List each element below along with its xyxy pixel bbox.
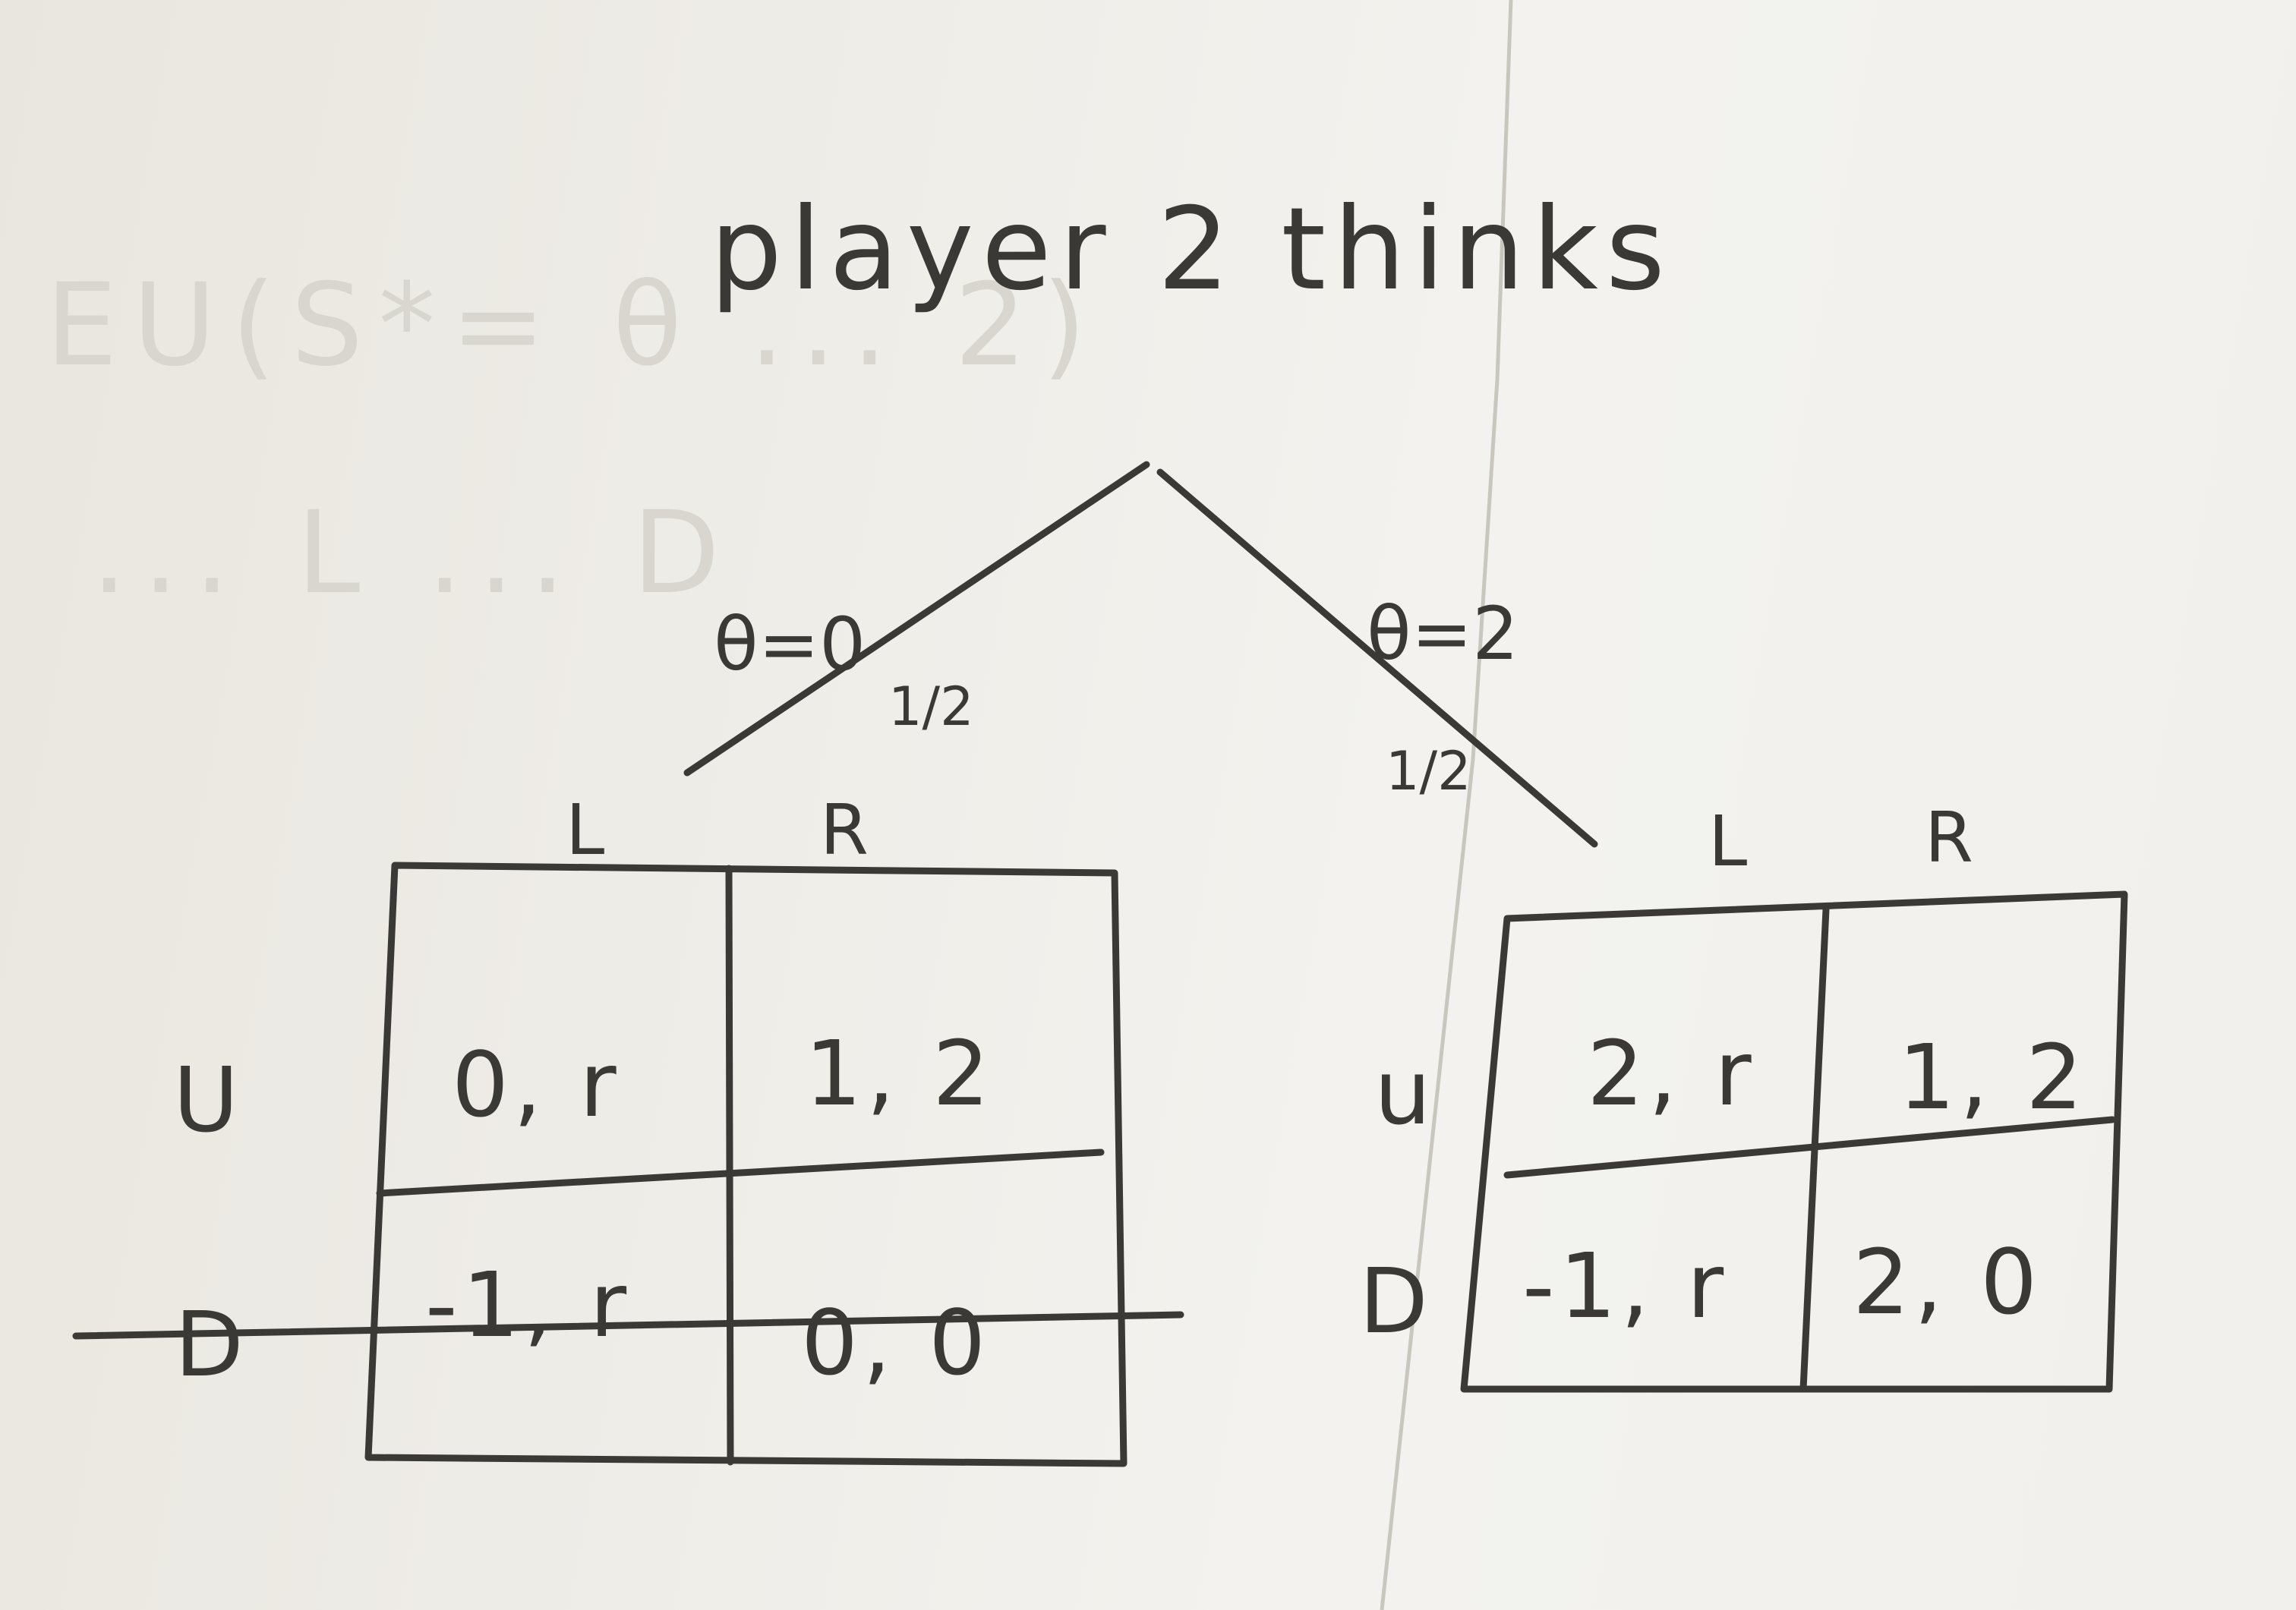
- left-branch-prob: 1/2: [888, 676, 974, 738]
- page-title: player 2 thinks: [710, 184, 1673, 316]
- left-payoff-matrix: L R U D 0, r 1, 2 -1, r 0, 0: [72, 789, 1184, 1467]
- svg-text:EU(S*= θ ... 2): EU(S*= θ ... 2): [46, 260, 1102, 392]
- bleed-through-marks: EU(S*= θ ... 2) ... L ... D: [46, 260, 1102, 619]
- left-branch-theta: θ=0: [714, 602, 866, 687]
- left-cell-U-L: 0, r: [452, 1032, 621, 1137]
- right-branch-theta: θ=2: [1367, 591, 1519, 676]
- right-row-D: D: [1359, 1249, 1428, 1353]
- fold-crease: [1380, 0, 1513, 1610]
- right-cell-D-L: -1, r: [1522, 1233, 1728, 1338]
- right-cell-u-L: 2, r: [1587, 1021, 1756, 1126]
- right-col-R: R: [1925, 797, 1973, 878]
- left-cell-D-L: -1, r: [425, 1252, 631, 1357]
- tree-branch-right: [1156, 468, 1598, 848]
- right-col-L: L: [1708, 801, 1747, 882]
- tree-branch-left: [683, 461, 1150, 777]
- left-col-L: L: [566, 789, 604, 871]
- strike-through-row-D: [72, 1311, 1184, 1340]
- svg-text:... L ... D: ... L ... D: [91, 487, 735, 619]
- right-cell-u-R: 1, 2: [1898, 1025, 2087, 1130]
- right-row-u: u: [1374, 1040, 1431, 1145]
- game-tree: θ=0 1/2 θ=2 1/2: [683, 461, 1598, 848]
- left-col-R: R: [820, 789, 869, 871]
- left-cell-U-R: 1, 2: [805, 1021, 994, 1126]
- left-row-U: U: [173, 1048, 238, 1152]
- right-branch-prob: 1/2: [1386, 740, 1471, 802]
- left-row-D: D: [175, 1292, 244, 1397]
- left-matrix-grid: [364, 862, 1128, 1467]
- left-cell-D-R: 0, 0: [801, 1290, 990, 1395]
- right-matrix-grid: [1460, 890, 2128, 1393]
- right-payoff-matrix: L R u D 2, r 1, 2 -1, r 2, 0: [1359, 797, 2128, 1393]
- right-cell-D-R: 2, 0: [1853, 1230, 2042, 1334]
